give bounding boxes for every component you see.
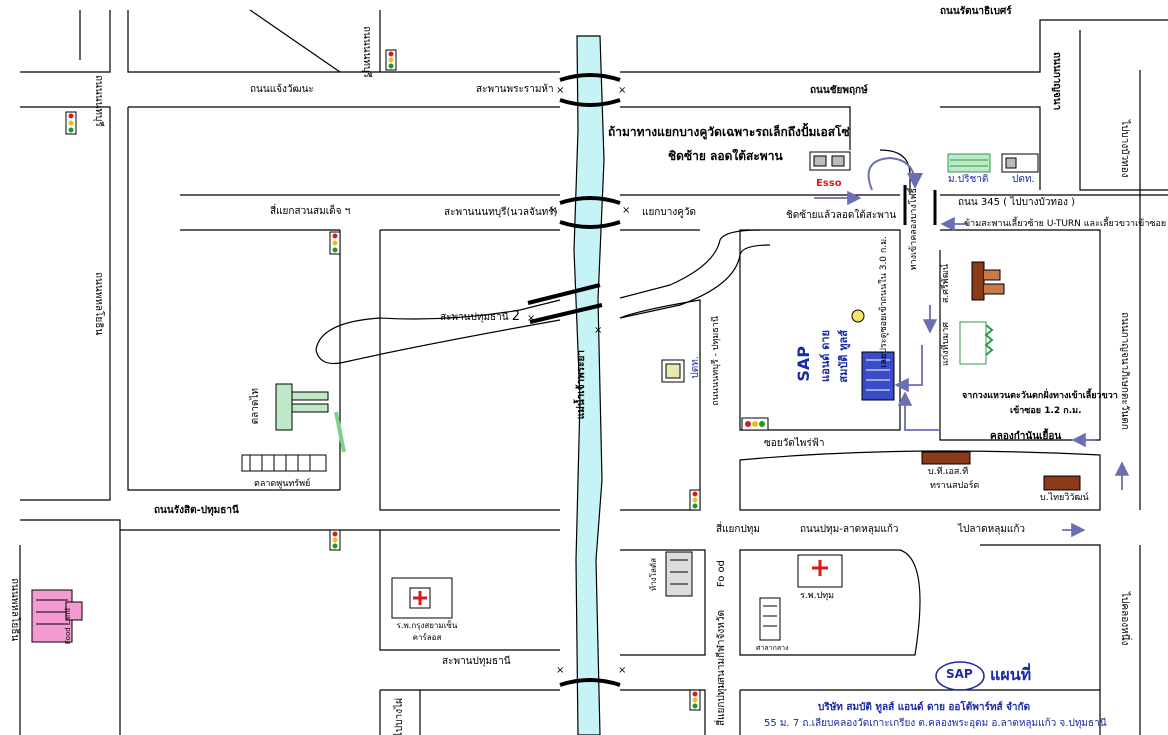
company-line1: สมบัติ ทูลส์ (837, 330, 850, 383)
note-top-2: ชิดซ้าย ลอดใต้สะพาน (668, 149, 783, 163)
company-sap-building-icon (861, 351, 895, 401)
road-345-label: ถนน 345 ( ไปบางบัวทอง ) (958, 197, 1075, 208)
company-address: 55 ม. 7 ถ.เลียบคลองวัดเกาะเกรียง ต.คลองพ… (764, 718, 1107, 729)
entrance-vertical: ทางเข้าคลองบางโพธิ์ (909, 188, 919, 271)
bridge-rama5-label: สะพานพระรามห้า (476, 84, 554, 95)
sap-logo-oval (935, 661, 985, 691)
bridge-pathum2-name: สะพานปทุมธานี (440, 312, 509, 323)
svg-text:×: × (618, 665, 626, 676)
road-pathum-latlumkaeo: ถนนปทุม-ลาดหลุมแก้ว (800, 524, 899, 535)
khlong-kamnan-label: คลองกำนันเยื้อน (990, 431, 1062, 442)
right-turn-note-1: จากวงแหวนตะวันตกฝั่งทางเข้าเลี้ยวขวา (962, 391, 1118, 401)
transport-line1: บ.ที.เอส.ที (928, 467, 969, 477)
hospital-pathum-label: ร.พ.ปทุม (800, 591, 835, 601)
city-hall-label: ศาลากลาง (756, 644, 789, 652)
fo-vertical: Fo od (716, 560, 727, 588)
river-shape (573, 35, 605, 735)
right-turn-note-2: เข้าซอย 1.2 ก.ม. (1010, 406, 1082, 416)
svg-text:×: × (556, 85, 564, 96)
bridge-nonthaburi-label: สะพานนนทบุรี(นวลจันทร์) (444, 207, 558, 218)
pharmacy-building-icon (959, 321, 994, 365)
bridge-pathum2-label: สะพานปทุมธานี 2 (440, 309, 521, 324)
ptt-station-mid-icon (661, 359, 685, 383)
thai-wiwat-icon (1043, 475, 1081, 491)
yaek-pathum-label: สี่แยกปทุม (716, 524, 760, 535)
smiley-icon (851, 309, 865, 323)
company-line2: แอนด์ ดาย (819, 330, 832, 382)
overpass-bars (903, 185, 937, 225)
bottom-yaek-vertical: สี่แยกปทุม (716, 682, 727, 726)
road-chaengwattana: ถนนแจ้งวัฒนะ (250, 84, 314, 95)
nivet-label: ส.ศรีพัฒน์ (941, 264, 951, 304)
transport-company-icon (921, 451, 971, 465)
department-store-label: ห้างโลตัส (649, 558, 658, 591)
thai-wiwat-label: บ.ไทยวิวัฒน์ (1040, 493, 1089, 503)
factory-nivet-icon (971, 261, 1005, 301)
talad-thai-building-icon (275, 383, 346, 453)
far-right-top: ไปบางบัวทอง (1119, 120, 1130, 178)
talad-thai-label: ตลาดไท (250, 388, 261, 425)
mid-vertical-top: ถนนนนทบุรี (361, 26, 372, 78)
distance-vertical: เลยประตูซอยเข้าถนนใน 3.0 ก.ม. (879, 236, 889, 368)
svg-text:×: × (594, 325, 602, 336)
city-hall-icon (759, 597, 781, 641)
pink-building-icon (31, 589, 83, 643)
road-rangsit-pathum: ถนนรังสิต-ปทุมธานี (154, 505, 239, 516)
far-right-mid: ถนนกาญจนาภิเษกตะวันตก (1119, 312, 1130, 430)
right-vertical-top: ถนนกาญจนา (1051, 52, 1062, 111)
pathum-school-vertical: สนามกีฬาจังหวัด (716, 610, 727, 684)
road-chaiyaphruek: ถนนชัยพฤกษ์ (810, 85, 868, 96)
svg-text:×: × (527, 313, 535, 324)
u-turn-note: ข้ามสะพานเลี้ยวซ้าย U-TURN และเลี้ยวขวาเ… (964, 219, 1167, 229)
left-vertical-mid: ถนนพหลโยธิน (93, 272, 104, 336)
food-land-label: Food Land (64, 608, 72, 645)
ptt-station-top-icon (1001, 153, 1039, 173)
to-lat-lum-kaeo-label: ไปลาดหลุมแก้ว (958, 524, 1026, 535)
ptt-mid-label: ปตท. (690, 356, 701, 379)
under-bridge-note: ชิดซ้ายแล้วลอดใต้สะพาน (786, 210, 897, 221)
esso-label: Esso (816, 178, 842, 189)
company-line3: SAP (794, 346, 813, 382)
bridge-pathum2-number: 2 (511, 309, 521, 324)
road-rattanathibet: ถนนรัตนาธิเบศร์ (940, 6, 1012, 17)
company-name: บริษัท สมบัติ ทูลส์ แอนด์ ดาย ออโต้พาร์ท… (818, 702, 1031, 713)
suan-somdet-label: สี่แยกสวนสมเด็จ ฯ (270, 206, 351, 217)
soi-wat-phai-fa-label: ซอยวัดไพร่ฟ้า (764, 438, 825, 449)
bridge-x-marks: × × × × × × × × (527, 85, 630, 676)
talad-phunsap-label: ตลาดพูนทรัพย์ (254, 479, 311, 489)
river-label: แม่น้ำเจ้าพระยา (576, 350, 587, 420)
svg-text:×: × (618, 85, 626, 96)
far-right-bottom: ไปคลองหนึ่ง (1119, 592, 1130, 646)
bridge-pathumthani-label: สะพานปทุมธานี (442, 656, 511, 667)
svg-text:×: × (549, 205, 557, 216)
bang-kuwat-label: แยกบางคูวัด (642, 207, 697, 218)
hospital-pathum-icon (797, 554, 843, 588)
u-turn-arrow (867, 156, 923, 191)
department-store-icon (665, 551, 693, 597)
svg-text:×: × (556, 665, 564, 676)
route-arrows (814, 190, 1130, 538)
bottom-left-vertical: ไปบางไผ่ (394, 698, 405, 735)
traffic-lights (65, 49, 769, 711)
hospital-krungsiam-label: ร.พ.กรุงสยามเซ็นคาร์ลอส (396, 621, 458, 642)
bridges (527, 73, 621, 687)
university-label: ม.ปริชาติ (948, 174, 989, 185)
left-vertical-bottom: ถนนพหลโยธิน (9, 578, 20, 642)
nonthaburi-pathum-road: ถนนนนทบุรี - ปทุมธานี (711, 316, 721, 406)
hospital-krungsiam-icon (391, 577, 453, 619)
map-title: แผนที่ (990, 665, 1032, 684)
pharmacy-label: แก่งหีบมาศ (941, 322, 951, 366)
left-vertical-top: ถนนนนทบุรี (93, 75, 104, 127)
ptt-top-label: ปตท. (1012, 174, 1035, 185)
note-top-1: ถ้ามาทางแยกบางคูวัดเฉพาะรถเล็กถึงปั้มเอส… (608, 125, 850, 139)
market-building-icon (241, 454, 327, 472)
university-building-icon (947, 153, 991, 173)
svg-text:×: × (622, 205, 630, 216)
transport-line2: ทรานสปอร์ต (930, 481, 980, 491)
esso-station-icon (809, 151, 851, 171)
sap-logo-text: SAP (946, 667, 973, 681)
